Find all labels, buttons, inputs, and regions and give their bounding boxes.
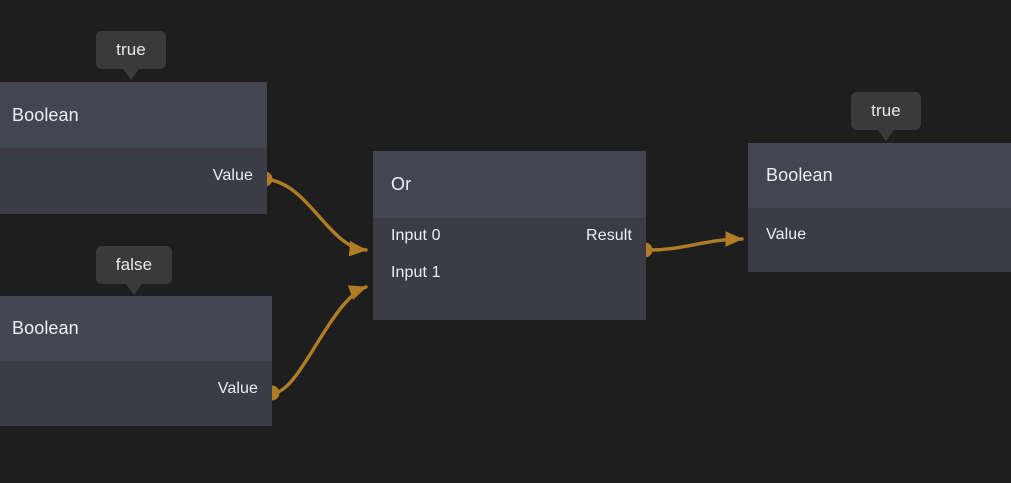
node-body: Value bbox=[0, 361, 272, 426]
node-boolean-result[interactable]: Boolean Value bbox=[748, 143, 1011, 272]
output-port-label: Result bbox=[586, 227, 632, 244]
input-row-input-1[interactable]: Input 1 bbox=[391, 264, 441, 282]
input-row-input-0[interactable]: Input 0 bbox=[391, 227, 441, 245]
tooltip-tail-icon bbox=[126, 284, 142, 295]
node-or[interactable]: Or Input 0 Input 1 Result bbox=[373, 151, 646, 320]
tooltip-tail-icon bbox=[878, 130, 894, 141]
node-title: Boolean bbox=[766, 165, 833, 185]
tooltip-label: true bbox=[116, 40, 146, 59]
node-header[interactable]: Or bbox=[373, 151, 646, 218]
output-row-value[interactable]: Value bbox=[218, 380, 258, 398]
input-port-label: Value bbox=[766, 226, 807, 243]
input-port-label: Input 1 bbox=[391, 264, 441, 281]
wire-boolean-false-to-or-input1 bbox=[271, 285, 368, 395]
node-boolean-false[interactable]: Boolean Value bbox=[0, 296, 272, 426]
output-port-label: Value bbox=[212, 167, 253, 184]
output-row-value[interactable]: Value bbox=[213, 167, 253, 185]
output-port-label: Value bbox=[217, 380, 258, 397]
tooltip-label: true bbox=[871, 101, 901, 120]
node-header[interactable]: Boolean bbox=[0, 296, 272, 361]
node-body: Value bbox=[0, 148, 267, 214]
tooltip-label: false bbox=[115, 255, 153, 274]
tooltip-boolean-true: true bbox=[96, 31, 166, 80]
node-header[interactable]: Boolean bbox=[748, 143, 1011, 208]
tooltip-boolean-false: false bbox=[96, 246, 172, 295]
node-body: Input 0 Input 1 Result bbox=[373, 218, 646, 320]
node-boolean-true[interactable]: Boolean Value bbox=[0, 82, 267, 214]
tooltip-boolean-result: true bbox=[851, 92, 921, 141]
input-row-value[interactable]: Value bbox=[766, 226, 806, 244]
wire-or-result-to-boolean-result bbox=[646, 231, 744, 252]
wire-boolean-true-to-or-input0 bbox=[263, 177, 368, 257]
node-header[interactable]: Boolean bbox=[0, 82, 267, 148]
node-body: Value bbox=[748, 208, 1011, 272]
output-row-result[interactable]: Result bbox=[586, 227, 632, 245]
node-title: Boolean bbox=[12, 318, 79, 338]
tooltip-tail-icon bbox=[123, 69, 139, 80]
node-title: Or bbox=[391, 174, 412, 194]
node-title: Boolean bbox=[12, 104, 79, 125]
input-port-label: Input 0 bbox=[391, 227, 441, 244]
